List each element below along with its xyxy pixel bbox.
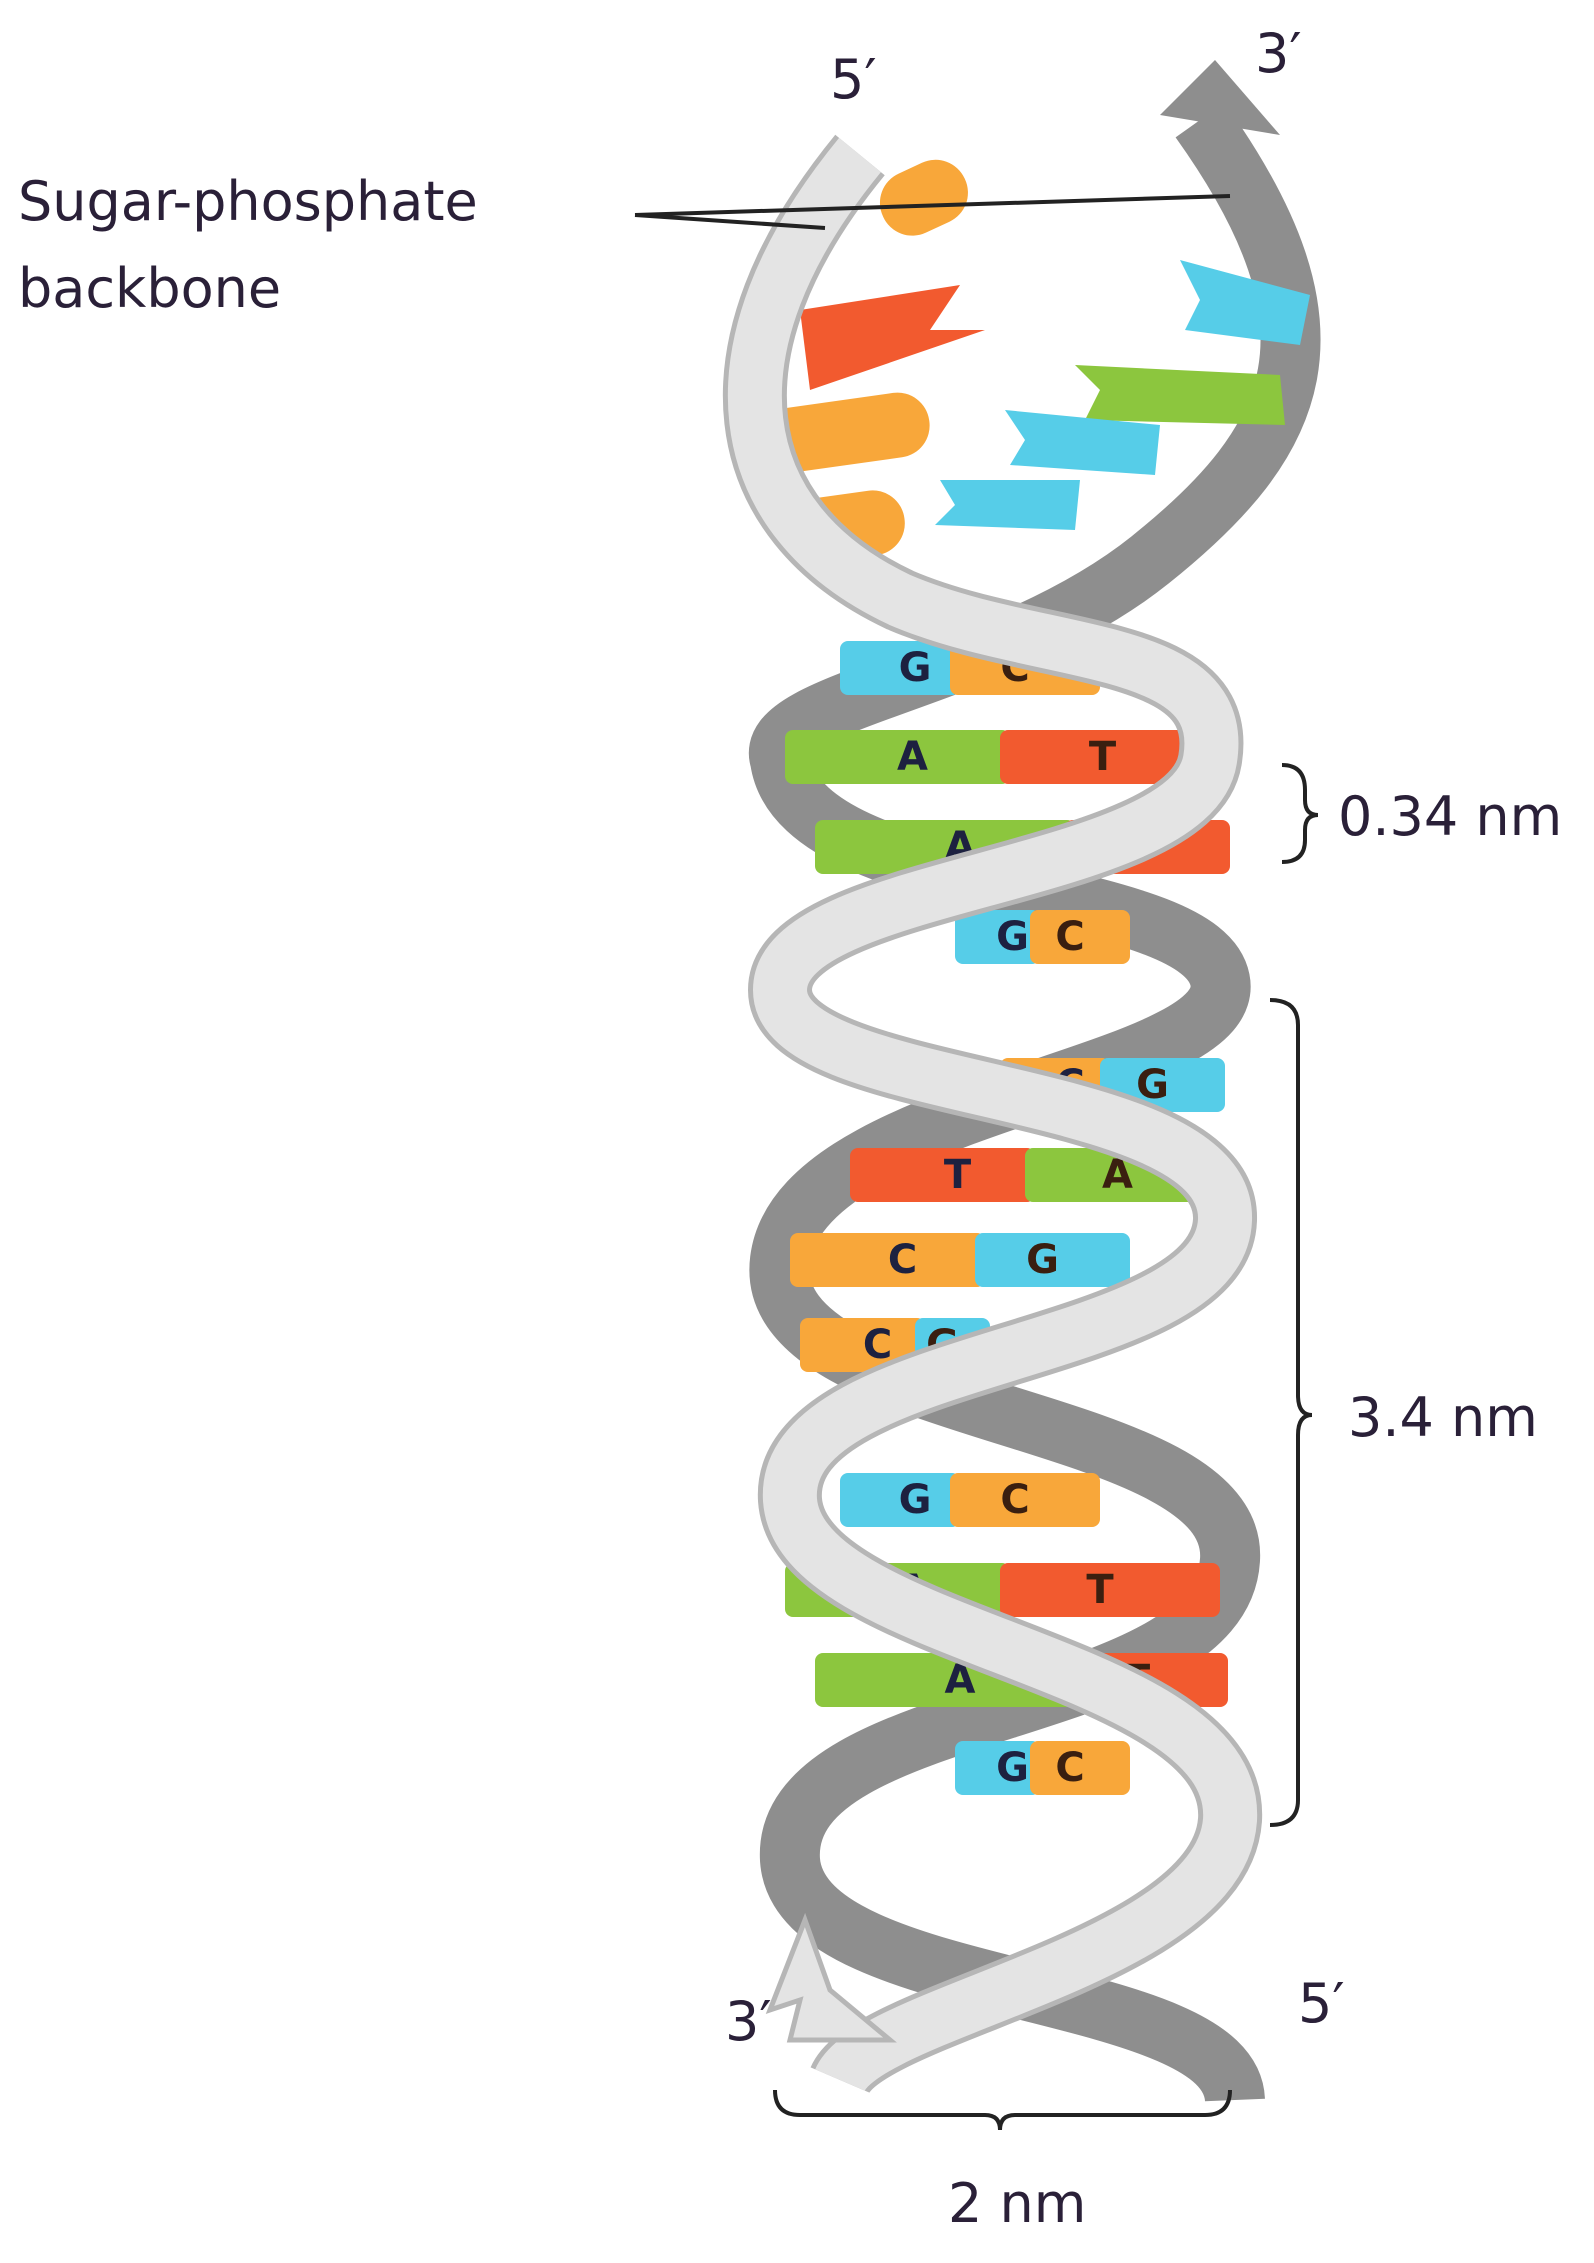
backbone-pointer-lines <box>634 194 1231 230</box>
base-right <box>975 1233 1130 1287</box>
backbone-label-line1: Sugar-phosphate <box>18 170 478 233</box>
base-left-letter: C <box>863 1322 892 1368</box>
base-right-letter: C <box>1055 914 1084 960</box>
top-left-end-label: 5′ <box>830 48 877 111</box>
base-left <box>790 1233 985 1287</box>
base-left <box>955 910 1040 964</box>
base-right <box>1000 1563 1220 1617</box>
base-right <box>950 1473 1100 1527</box>
base-left-letter: A <box>897 734 928 780</box>
top-right-end-label: 3′ <box>1255 22 1302 85</box>
backbone-label-line2: backbone <box>18 257 281 320</box>
base-left-letter: C <box>888 1237 917 1283</box>
base-right-letter: C <box>1000 1477 1029 1523</box>
base-left <box>850 1148 1035 1202</box>
pitch-brace <box>1269 998 1313 1827</box>
base-left <box>840 641 960 695</box>
base-left <box>800 1318 925 1372</box>
base-right <box>1000 730 1225 784</box>
base-right <box>1030 910 1130 964</box>
base-right-letter: C <box>1055 1745 1084 1791</box>
base-left-letter: G <box>996 914 1029 960</box>
bottom-left-end-label: 3′ <box>725 1990 772 2053</box>
base-left-letter: G <box>996 1745 1029 1791</box>
base-left <box>840 1473 960 1527</box>
base-left-letter: T <box>944 1152 972 1198</box>
base-left-letter: G <box>899 645 932 691</box>
rise-brace <box>1281 763 1319 864</box>
base-left <box>785 730 1010 784</box>
rise-label: 0.34 nm <box>1338 785 1562 848</box>
loose-bases-upper <box>760 159 1310 565</box>
front-strand-fill <box>727 137 1258 2095</box>
base-left <box>955 1741 1040 1795</box>
diameter-label: 2 nm <box>948 2172 1086 2235</box>
base-right-letter: G <box>1026 1237 1059 1283</box>
base-right <box>1030 1741 1130 1795</box>
front-strand-arrowhead <box>765 1912 897 2043</box>
bottom-right-end-label: 5′ <box>1298 1972 1345 2035</box>
pitch-label: 3.4 nm <box>1348 1386 1538 1449</box>
base-right-letter: T <box>1086 1567 1114 1613</box>
back-strand-arrowhead <box>1160 60 1280 135</box>
diameter-brace <box>773 2089 1232 2131</box>
base-right-letter: T <box>1089 734 1117 780</box>
base-left-letter: G <box>899 1477 932 1523</box>
